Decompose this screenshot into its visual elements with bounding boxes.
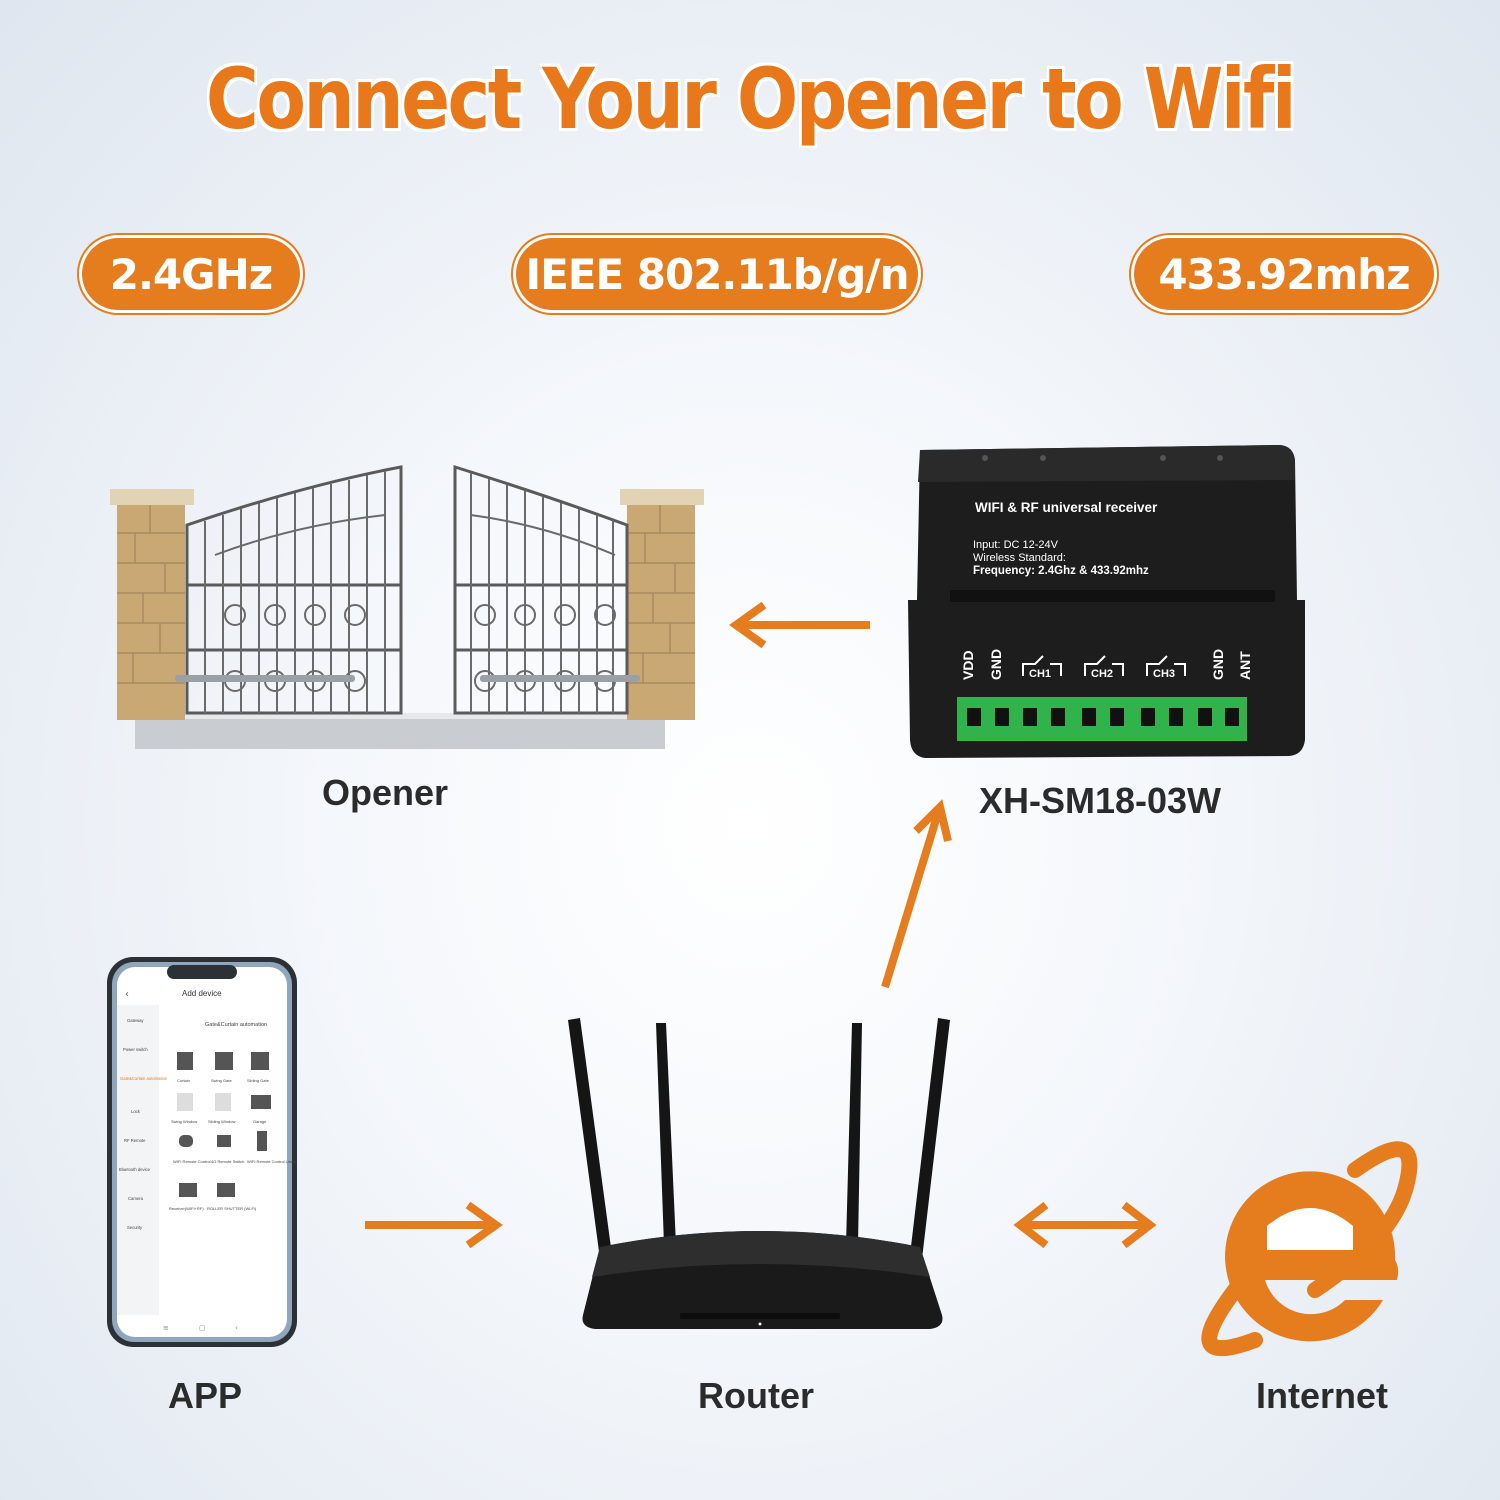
receiver-frequency-spec: Frequency: 2.4Ghz & 433.92mhz — [973, 565, 1149, 577]
arrow-receiver-to-opener — [729, 601, 870, 649]
app-device-roller: ROLLER SHUTTER (Wi-Fi) — [207, 1206, 257, 1211]
app-category-gate: Gate&Curtain automation — [120, 1076, 168, 1081]
router-illustration — [568, 1018, 950, 1329]
app-category-gateway: Gateway — [127, 1018, 144, 1023]
opener-label: Opener — [321, 772, 449, 813]
svg-text:‹: ‹ — [235, 1324, 238, 1332]
app-category-rf: RF Remote — [124, 1138, 146, 1143]
rf-frequency-badge: 433.92mhz — [1134, 238, 1434, 310]
app-category-lock: Lock — [131, 1109, 141, 1114]
arrow-router-to-receiver — [881, 799, 952, 989]
terminal-vdd: VDD — [960, 650, 976, 680]
svg-text:▢: ▢ — [199, 1324, 206, 1332]
app-device-swing-gate: Swing Gate — [211, 1078, 232, 1083]
app-label: APP — [167, 1375, 243, 1416]
receiver-input-spec: Input: DC 12-24V — [973, 539, 1059, 551]
terminal-gnd-1: GND — [988, 649, 1004, 680]
terminal-ch3: CH3 — [1153, 668, 1175, 680]
app-device-receiver: Receiver(WIFI+RF) — [169, 1206, 204, 1211]
phone-app-screen: Add device ‹ Gateway Power switch Gate&C… — [107, 957, 297, 1347]
terminal-gnd-2: GND — [1210, 649, 1226, 680]
terminal-ch1: CH1 — [1029, 668, 1051, 680]
app-section-title: Gate&Curtain automation — [205, 1022, 267, 1028]
app-category-camera: Camera — [128, 1196, 144, 1201]
svg-text:≡: ≡ — [163, 1324, 169, 1332]
app-device-wifi-remote: WIFI Remote Control — [173, 1159, 211, 1164]
wifi-band-badge: 2.4GHz — [82, 238, 300, 310]
standard-badge: IEEE 802.11b/g/n — [516, 238, 918, 310]
internet-label: Internet — [1255, 1375, 1388, 1416]
app-device-swing-window: Swing Window — [171, 1119, 197, 1124]
terminal-ant: ANT — [1237, 651, 1253, 680]
app-device-wifi-linear: WIFI Remote Control Linear — [247, 1159, 297, 1164]
receiver-device: WIFI & RF universal receiver Input: DC 1… — [908, 445, 1305, 758]
app-header: Add device — [182, 989, 222, 998]
receiver-model-label: XH-SM18-03W — [978, 780, 1222, 821]
arrow-app-to-router — [365, 1201, 503, 1249]
internet-icon — [1201, 1141, 1418, 1357]
gate-illustration — [110, 464, 704, 749]
terminal-ch2: CH2 — [1091, 668, 1113, 680]
app-device-garage: Garage — [253, 1119, 267, 1124]
app-category-bluetooth: Bluetooth device — [119, 1167, 151, 1172]
app-device-sliding-gate: Sliding Gate — [247, 1078, 270, 1083]
page-title: Connect Your Opener to Wifi — [205, 50, 1297, 148]
receiver-heading: WIFI & RF universal receiver — [975, 500, 1158, 515]
app-device-curtain: Curtain — [177, 1078, 190, 1083]
router-label: Router — [698, 1375, 814, 1416]
app-back-icon: ‹ — [125, 989, 129, 1000]
app-device-sliding-window: Sliding Window — [208, 1119, 235, 1124]
arrow-router-internet — [1013, 1201, 1157, 1249]
receiver-standard-spec: Wireless Standard: — [973, 552, 1066, 564]
app-category-power: Power switch — [123, 1047, 148, 1052]
app-category-security: Security — [127, 1225, 143, 1230]
app-device-4g-switch: 4G Remote Switch — [211, 1159, 244, 1164]
